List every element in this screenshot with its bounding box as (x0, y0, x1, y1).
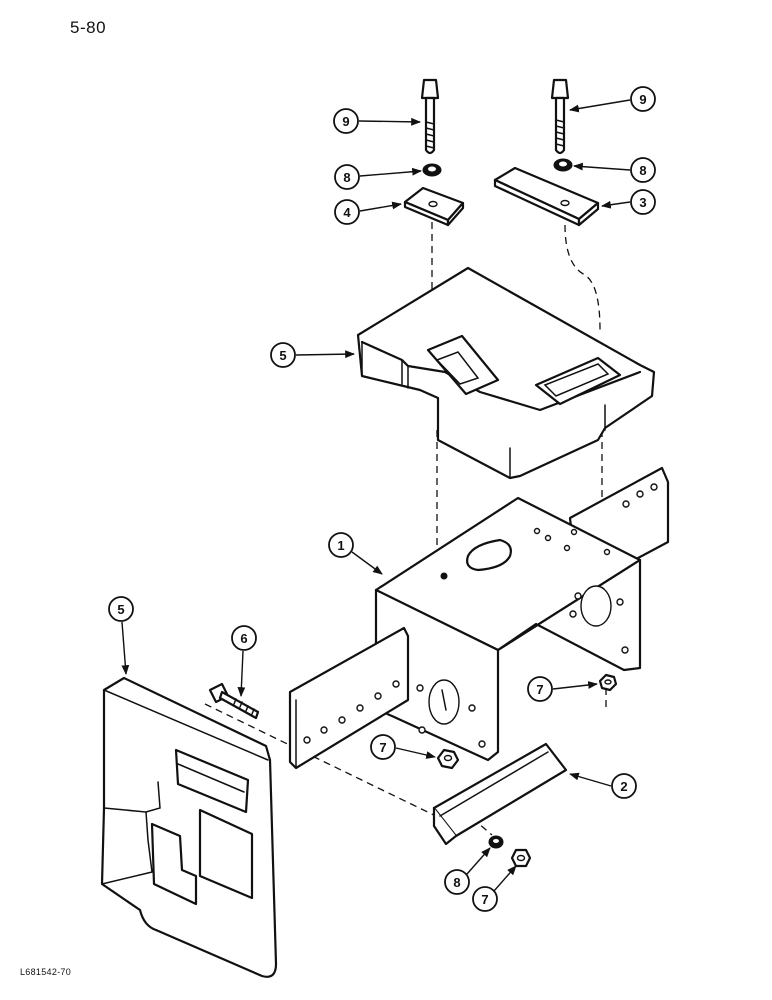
svg-text:9: 9 (639, 92, 646, 107)
callout-8a: 8 (334, 164, 422, 190)
page-number: 5-80 (70, 18, 107, 37)
svg-text:7: 7 (536, 682, 543, 697)
svg-text:1: 1 (337, 538, 344, 553)
callout-5b: 5 (108, 596, 134, 675)
callout-2: 2 (569, 772, 637, 799)
nut-lower (510, 848, 532, 868)
callout-1: 1 (328, 532, 383, 575)
washer-lower (488, 835, 504, 849)
svg-text:3: 3 (639, 195, 646, 210)
nut-upper (598, 673, 618, 692)
nut-middle (436, 748, 460, 770)
washer-left (422, 163, 442, 177)
bolt-right (550, 78, 570, 155)
svg-text:8: 8 (453, 875, 460, 890)
plate-long (493, 166, 600, 227)
svg-text:4: 4 (343, 205, 351, 220)
side-weight (100, 676, 278, 978)
callout-7b: 7 (370, 734, 436, 760)
callout-8b: 8 (573, 157, 656, 183)
callout-5a: 5 (270, 342, 355, 368)
svg-text:5: 5 (117, 602, 124, 617)
callout-8c: 8 (444, 847, 491, 895)
svg-text:9: 9 (342, 114, 349, 129)
svg-text:8: 8 (639, 163, 646, 178)
figure-code: L681542-70 (20, 967, 72, 977)
weight-bracket (288, 466, 670, 770)
bolt-side (208, 682, 260, 720)
upper-weight (356, 266, 656, 480)
callout-7a: 7 (527, 676, 598, 702)
washer-right (553, 158, 573, 172)
bolt-left (420, 78, 440, 155)
callout-4: 4 (334, 199, 402, 225)
angle-bracket (432, 742, 568, 846)
callout-9b: 9 (569, 86, 656, 113)
callout-7c: 7 (472, 865, 517, 912)
callout-6: 6 (231, 625, 257, 697)
callout-3: 3 (601, 189, 656, 215)
svg-text:6: 6 (240, 631, 247, 646)
callout-9a: 9 (333, 108, 421, 134)
svg-text:2: 2 (620, 779, 627, 794)
svg-text:7: 7 (481, 892, 488, 907)
svg-text:5: 5 (279, 348, 286, 363)
svg-text:7: 7 (379, 740, 386, 755)
svg-text:8: 8 (343, 170, 350, 185)
plate-small (403, 186, 465, 227)
